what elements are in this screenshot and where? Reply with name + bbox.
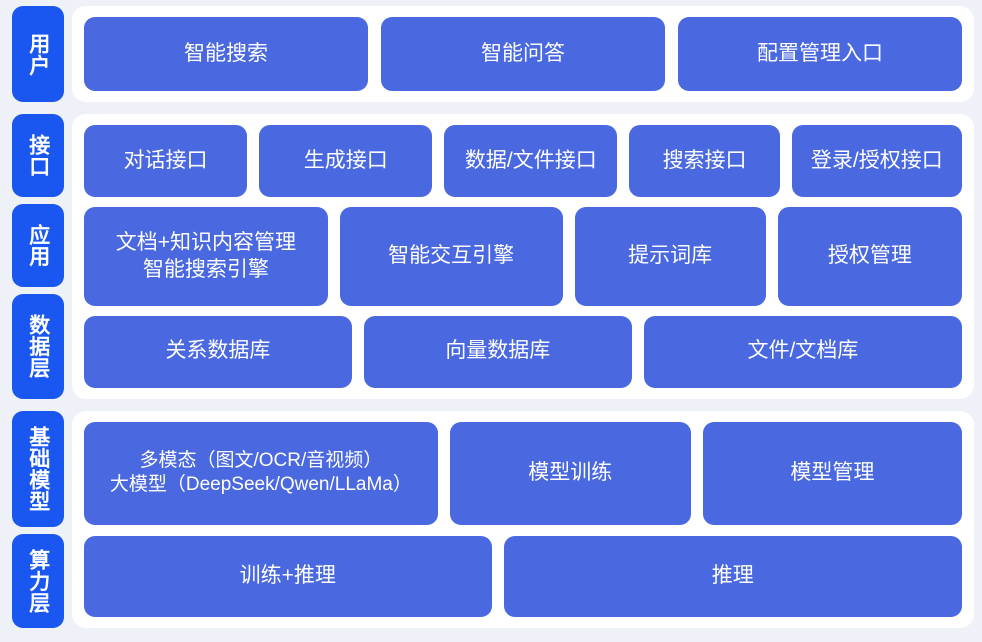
band-middle: 接口 应用 数据层 对话接口 生成接口 数据/文件接口 搜索接口 登录/授权接口… (12, 114, 974, 400)
layer-label-interface[interactable]: 接口 (12, 114, 64, 198)
interface-row: 对话接口 生成接口 数据/文件接口 搜索接口 登录/授权接口 (84, 125, 962, 198)
box-login-auth-api[interactable]: 登录/授权接口 (791, 125, 962, 198)
box-authorization-management[interactable]: 授权管理 (777, 207, 962, 306)
box-smart-interaction-engine[interactable]: 智能交互引擎 (339, 207, 563, 306)
data-row: 关系数据库 向量数据库 文件/文档库 (84, 315, 962, 389)
band-middle-panel: 对话接口 生成接口 数据/文件接口 搜索接口 登录/授权接口 文档+知识内容管理… (72, 114, 974, 399)
box-prompt-library[interactable]: 提示词库 (574, 207, 766, 306)
box-inference[interactable]: 推理 (503, 535, 962, 617)
band-users-panel: 智能搜索 智能问答 配置管理入口 (72, 6, 974, 102)
box-training-inference[interactable]: 训练+推理 (84, 535, 492, 617)
model-row: 多模态（图文/OCR/音视频） 大模型（DeepSeek/Qwen/LLaMa）… (84, 422, 962, 525)
box-file-document-store[interactable]: 文件/文档库 (643, 315, 962, 389)
layer-label-foundation-model[interactable]: 基础模型 (12, 411, 64, 527)
layer-label-compute[interactable]: 算力层 (12, 533, 64, 628)
layer-label-application[interactable]: 应用 (12, 204, 64, 288)
box-relational-database[interactable]: 关系数据库 (84, 315, 352, 389)
band-users-label-column: 用户 (12, 6, 64, 102)
user-entry-row: 智能搜索 智能问答 配置管理入口 (84, 17, 962, 91)
band-base-label-column: 基础模型 算力层 (12, 411, 64, 628)
layer-label-user[interactable]: 用户 (12, 6, 64, 102)
box-multimodal-large-model[interactable]: 多模态（图文/OCR/音视频） 大模型（DeepSeek/Qwen/LLaMa） (84, 422, 438, 525)
box-vector-database[interactable]: 向量数据库 (363, 315, 632, 389)
box-search-api[interactable]: 搜索接口 (629, 125, 780, 198)
compute-row: 训练+推理 推理 (84, 535, 962, 617)
band-users: 用户 智能搜索 智能问答 配置管理入口 (12, 6, 974, 102)
box-dialog-api[interactable]: 对话接口 (84, 125, 248, 198)
band-base-panel: 多模态（图文/OCR/音视频） 大模型（DeepSeek/Qwen/LLaMa）… (72, 411, 974, 628)
application-row: 文档+知识内容管理 智能搜索引擎 智能交互引擎 提示词库 授权管理 (84, 207, 962, 306)
box-config-management-entry[interactable]: 配置管理入口 (678, 17, 962, 91)
box-smart-qa[interactable]: 智能问答 (381, 17, 665, 91)
box-smart-search[interactable]: 智能搜索 (84, 17, 368, 91)
band-middle-label-column: 接口 应用 数据层 (12, 114, 64, 400)
box-model-training[interactable]: 模型训练 (449, 422, 691, 525)
band-base: 基础模型 算力层 多模态（图文/OCR/音视频） 大模型（DeepSeek/Qw… (12, 411, 974, 628)
layer-label-data[interactable]: 数据层 (12, 294, 64, 400)
box-data-file-api[interactable]: 数据/文件接口 (444, 125, 618, 198)
box-document-knowledge-management[interactable]: 文档+知识内容管理 智能搜索引擎 (84, 207, 328, 306)
box-model-management[interactable]: 模型管理 (702, 422, 962, 525)
box-generation-api[interactable]: 生成接口 (259, 125, 433, 198)
